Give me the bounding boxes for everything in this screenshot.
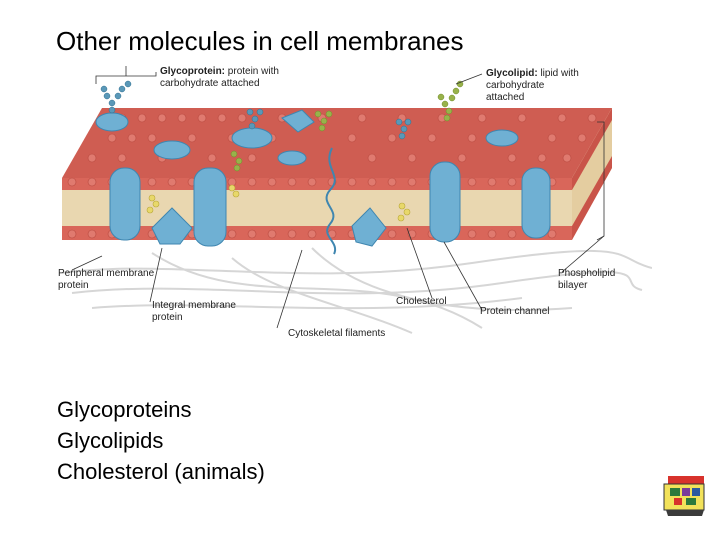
peripheral-label-line-1: Peripheral membrane (58, 268, 154, 279)
protein-channel-label: Protein channel (480, 306, 550, 318)
cholesterol-label: Cholesterol (396, 296, 447, 308)
glycolipid-definition-2: carbohydrate (486, 80, 544, 91)
integral-protein-label: Integral membrane protein (152, 300, 236, 324)
slide-nav-icon[interactable] (660, 474, 708, 518)
glycolipid-term: Glycolipid: (486, 68, 538, 79)
cytoskeletal-filaments-label: Cytoskeletal filaments (288, 328, 385, 340)
glycoprotein-term: Glycoprotein: (160, 66, 225, 77)
bullet-cholesterol: Cholesterol (animals) (57, 456, 265, 487)
glycoprotein-definition-2: carbohydrate attached (160, 78, 260, 89)
slide-title: Other molecules in cell membranes (56, 26, 464, 57)
bullet-glycolipids: Glycolipids (57, 425, 265, 456)
bullet-glycoproteins: Glycoproteins (57, 394, 265, 425)
glycolipid-label: Glycolipid: lipid with carbohydrate atta… (486, 68, 579, 104)
protein-channel (430, 162, 460, 242)
integral-protein-left (110, 168, 140, 240)
peripheral-protein (96, 113, 128, 131)
peripheral-label-line-2: protein (58, 280, 89, 291)
integral-protein-right (522, 168, 550, 238)
membrane-diagram: Glycoprotein: protein with carbohydrate … (52, 58, 652, 348)
phospholipid-label-line-2: bilayer (558, 280, 587, 291)
integral-protein-center (194, 168, 226, 246)
glycoprotein-label: Glycoprotein: protein with carbohydrate … (160, 66, 279, 90)
slide-nav-graphic (660, 474, 708, 518)
glycolipid-definition-1: lipid with (540, 68, 578, 79)
bullet-list: Glycoproteins Glycolipids Cholesterol (a… (57, 394, 265, 487)
integral-label-line-2: protein (152, 312, 183, 323)
glycolipid-definition-3: attached (486, 92, 524, 103)
glycoprotein-definition-1: protein with (228, 66, 279, 77)
integral-label-line-1: Integral membrane (152, 300, 236, 311)
phospholipid-bilayer-label: Phospholipid bilayer (558, 268, 615, 292)
phospholipid-label-line-1: Phospholipid (558, 268, 615, 279)
peripheral-protein-label: Peripheral membrane protein (58, 268, 154, 292)
